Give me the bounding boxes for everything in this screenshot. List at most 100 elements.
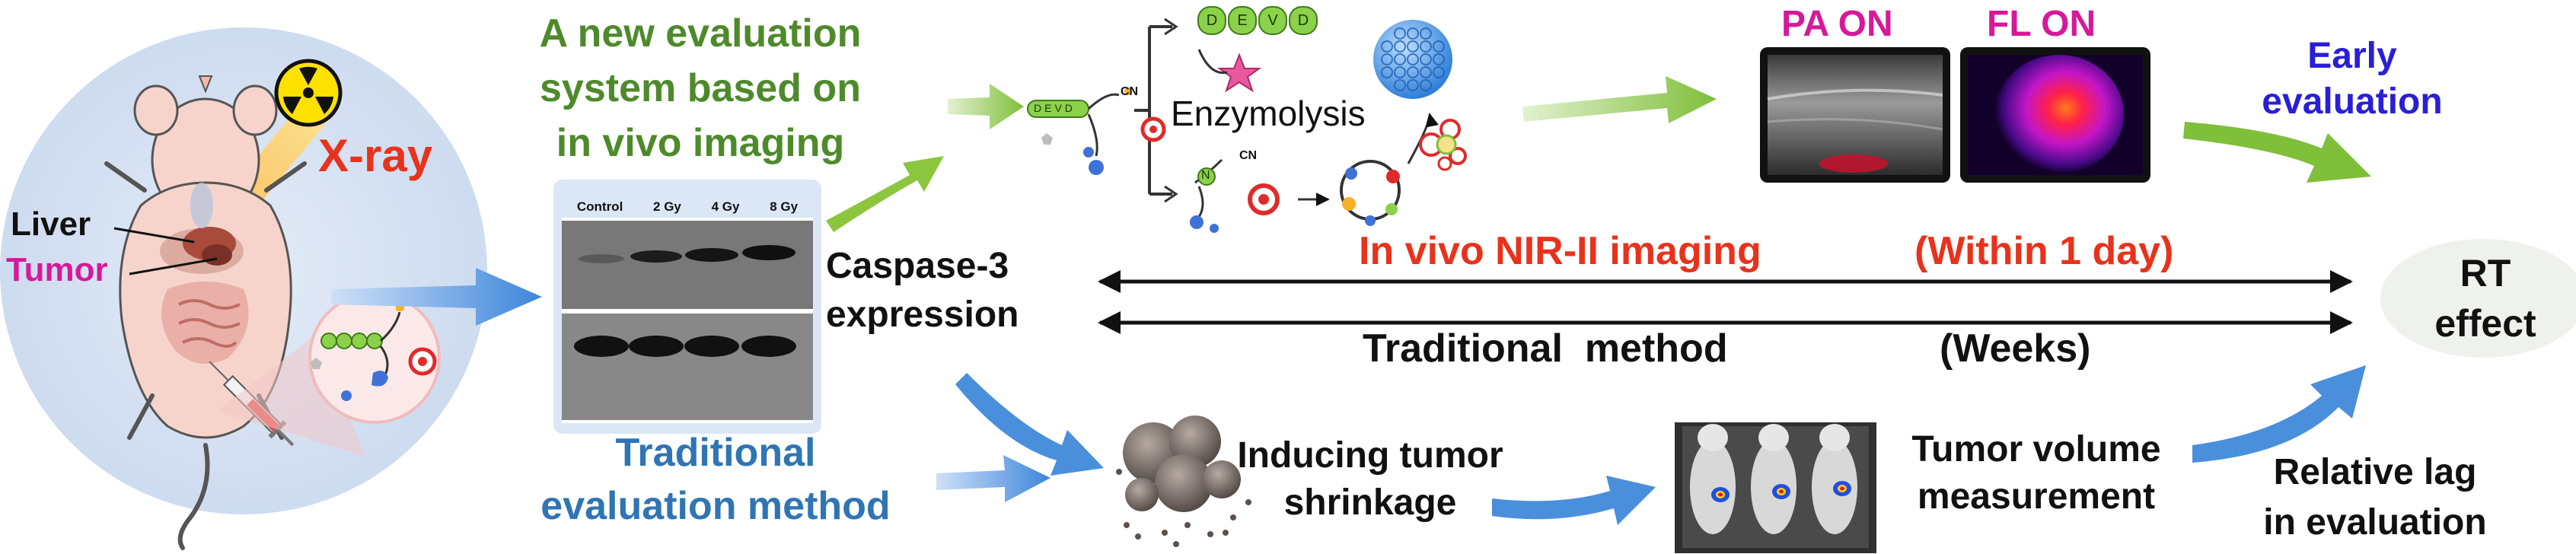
fl-image-panel [1960,47,2150,183]
blot-band-control [562,314,813,420]
rt-line1: RT [2460,252,2511,295]
sphere-subunit [1420,27,1432,40]
enzymolysis-label: Enzymolysis [1171,94,1366,133]
lag-line2: in evaluation [2263,502,2487,543]
volume-line2: measurement [1917,476,2156,517]
arrow-blue-traditional [936,455,1050,502]
early-line2: evaluation [2262,81,2443,122]
devd-bead-e: E [1228,6,1257,35]
tumor-fragment [1230,514,1236,521]
traditional-line2: evaluation method [540,484,891,528]
arrow-green-early [2183,122,2371,183]
tumor-fragment [1184,522,1191,528]
arrow-mouse-to-blot [331,268,542,326]
tumor-fragment [1245,499,1251,505]
nir-time-label: (Within 1 day) [1914,229,2174,273]
tumor-fragment [1223,530,1229,536]
volume-line1: Tumor volume [1911,429,2161,470]
tumor-fragment [1173,541,1179,547]
pa-on-label: PA ON [1781,4,1893,44]
xray-label: X-ray [318,130,433,181]
liver-label: Liver [11,205,91,243]
new-system-line3: in vivo imaging [556,121,845,165]
pa-signal [1819,154,1888,173]
sphere-subunit [1420,40,1432,53]
devd-top-labels: D E V D [1197,6,1318,35]
sphere-subunit [1433,53,1445,65]
devd-bead-d2: D [1289,6,1318,35]
fl-signal [1994,55,2124,174]
western-blot-panel [553,180,821,434]
aggregate-cluster-icon [1419,119,1467,171]
mice-photo [1675,422,1876,553]
nir-imaging-label: In vivo NIR-II imaging [1359,229,1761,273]
sphere-subunit [1407,27,1419,40]
blot-lane-labels: Control 2 Gy 4 Gy 8 Gy [562,199,813,215]
sphere-subunit [1433,40,1445,53]
enzymolysis-bracket [1134,25,1172,196]
sphere-subunit [1381,40,1393,53]
sphere-subunit [1407,66,1419,78]
tumor-pointer [129,257,218,275]
photo-mouse [1751,424,1797,534]
tumor-fragment [1207,531,1213,537]
sphere-subunit [1420,79,1432,91]
sphere-subunit [1420,53,1432,65]
sphere-subunit [1433,66,1445,78]
lane-label-control: Control [576,199,623,214]
caspase-line2: expression [826,295,1019,335]
devd-probe-left [1027,93,1166,175]
liver-pointer [113,227,195,244]
shrink-line2: shrinkage [1283,482,1457,523]
traditional-line1: Traditional [615,431,816,475]
cleaved-probe [1190,113,1439,233]
tumor-shrink-icon [1116,416,1251,547]
rt-effect-ellipse [2380,239,2576,358]
sphere-subunit [1407,40,1419,53]
sphere-subunit [1407,53,1419,65]
early-line1: Early [2307,36,2397,76]
arrow-blue-shrink-to-volume [1492,476,1656,525]
probe-mini-icon [311,300,437,401]
arrow-green-to-probe-top [948,84,1024,129]
new-system-line1: A new evaluation [539,11,862,56]
tumor-label: Tumor [6,251,108,288]
sphere-subunit [1394,66,1406,78]
traditional-time-label: (Weeks) [1940,326,2091,371]
nanoparticle-icon [1373,20,1452,99]
pa-image-panel [1760,47,1950,183]
arrow-blue-blot-to-shrink [955,373,1104,476]
arrow-blue-to-rt [2192,365,2366,463]
traditional-evaluation-label: Traditional evaluation method [525,426,906,533]
tumor-fragment [1135,533,1141,540]
star-icon [1216,53,1262,93]
sphere-subunit [1381,66,1393,78]
sphere-subunit [1394,27,1406,40]
devd-bead-v: V [1258,6,1287,35]
n-label: N [1201,169,1210,182]
sphere-subunit [1420,66,1432,78]
tumor-fragment [1116,469,1122,475]
arrow-green-blot-to-probe [826,156,944,232]
lane-label-8gy: 8 Gy [770,199,799,214]
rt-effect-label: RT effect [2398,248,2573,349]
new-system-title: A new evaluation system based on in vivo… [487,6,913,170]
sphere-subunit [1394,79,1406,91]
radiation-icon [274,59,343,127]
rt-line2: effect [2434,302,2536,345]
sphere-subunit [1394,53,1406,65]
new-system-line2: system based on [540,66,861,110]
lane-label-2gy: 2 Gy [653,199,681,214]
cn-label-left: CN [1121,85,1139,98]
fl-on-label: FL ON [1987,4,2096,44]
tumor-fragment [1124,522,1130,528]
photo-mouse [1690,424,1736,534]
sphere-subunit [1381,53,1393,65]
caspase-label: Caspase-3 expression [826,242,1019,339]
tumor-volume-label: Tumor volume measurement [1876,426,2196,521]
arrow-green-to-imaging [1522,76,1717,123]
sphere-subunit [1407,79,1419,91]
blot-bands [574,245,796,357]
lag-line1: Relative lag [2273,452,2477,492]
